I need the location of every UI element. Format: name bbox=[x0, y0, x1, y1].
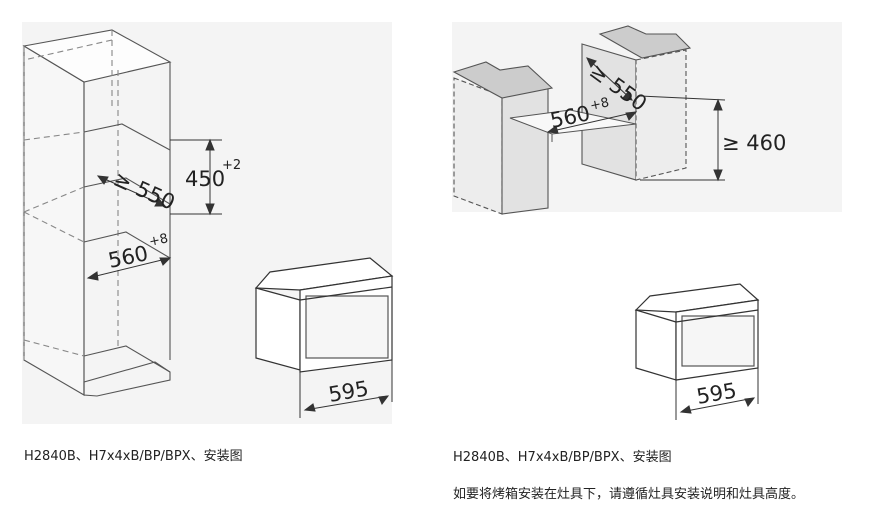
right-base-unit bbox=[581, 25, 692, 181]
left-base-unit bbox=[452, 61, 554, 215]
width-dimension bbox=[546, 111, 638, 134]
appliance-width-dimension bbox=[299, 360, 393, 418]
appliance-drawing bbox=[634, 283, 760, 381]
height-value-label: 450 bbox=[185, 167, 225, 191]
width-tolerance-label: +8 bbox=[589, 95, 611, 114]
niche-opening bbox=[509, 109, 637, 142]
left-figure-caption: H2840B、H7x4xB/BP/BPX、安装图 bbox=[24, 449, 243, 464]
right-figure-caption: H2840B、H7x4xB/BP/BPX、安装图 bbox=[453, 450, 672, 465]
width-dimension bbox=[86, 257, 172, 281]
width-tolerance-label: +8 bbox=[148, 231, 170, 250]
height-tolerance-label: +2 bbox=[222, 158, 241, 173]
tall-cabinet bbox=[22, 29, 172, 397]
depth-dimension bbox=[96, 175, 167, 207]
height-dimension bbox=[170, 138, 222, 216]
appliance-width-label: 595 bbox=[695, 378, 739, 409]
height-dimension bbox=[639, 95, 726, 182]
right-figure-note: 如要将烤箱安装在灶具下，请遵循灶具安装说明和灶具高度。 bbox=[453, 487, 805, 502]
height-value-label: ≥ 460 bbox=[722, 131, 786, 155]
appliance-width-dimension bbox=[675, 368, 759, 420]
under-counter-installation-diagram: ≥ 550 560 +8 ≥ 460 595 bbox=[452, 22, 842, 420]
tall-cabinet-installation-diagram: 450 +2 ≥ 550 560 +8 595 bbox=[22, 22, 394, 424]
appliance-drawing bbox=[254, 257, 394, 373]
depth-dimension bbox=[586, 57, 633, 101]
